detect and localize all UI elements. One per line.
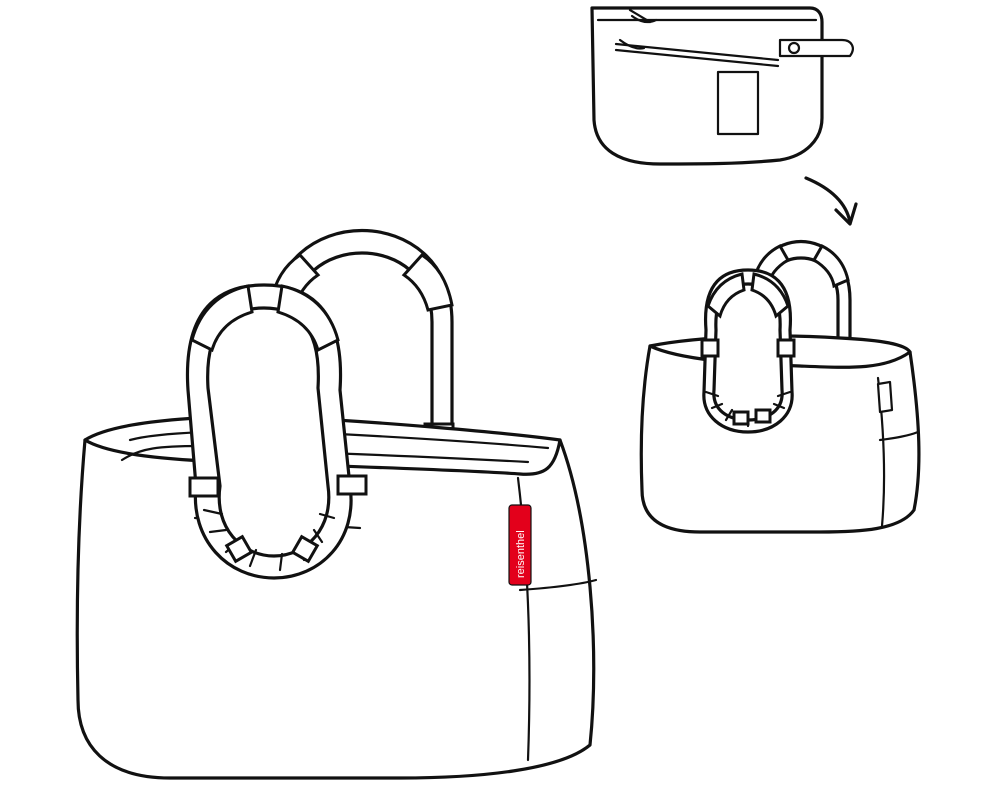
folded-pouch <box>590 6 854 166</box>
brand-label-text: reisenthel <box>515 530 527 578</box>
small-bag <box>639 239 921 534</box>
large-bag: reisenthel <box>75 229 598 780</box>
small-bag-front-handle <box>700 268 796 434</box>
front-handle-grip-right <box>276 284 340 353</box>
pouch-label-window <box>716 70 760 136</box>
front-handle-clip-right <box>336 474 368 496</box>
large-bag-front-handle <box>185 283 368 580</box>
back-handle-grip-right <box>401 253 454 312</box>
front-handle-clip-left <box>188 476 220 498</box>
curved-arrow-icon <box>804 176 858 226</box>
pouch-front-zipper <box>614 42 780 62</box>
brand-label-icon: reisenthel <box>508 504 532 586</box>
small-bag-side-tab <box>876 380 894 414</box>
front-handle-grip-left <box>190 284 254 353</box>
